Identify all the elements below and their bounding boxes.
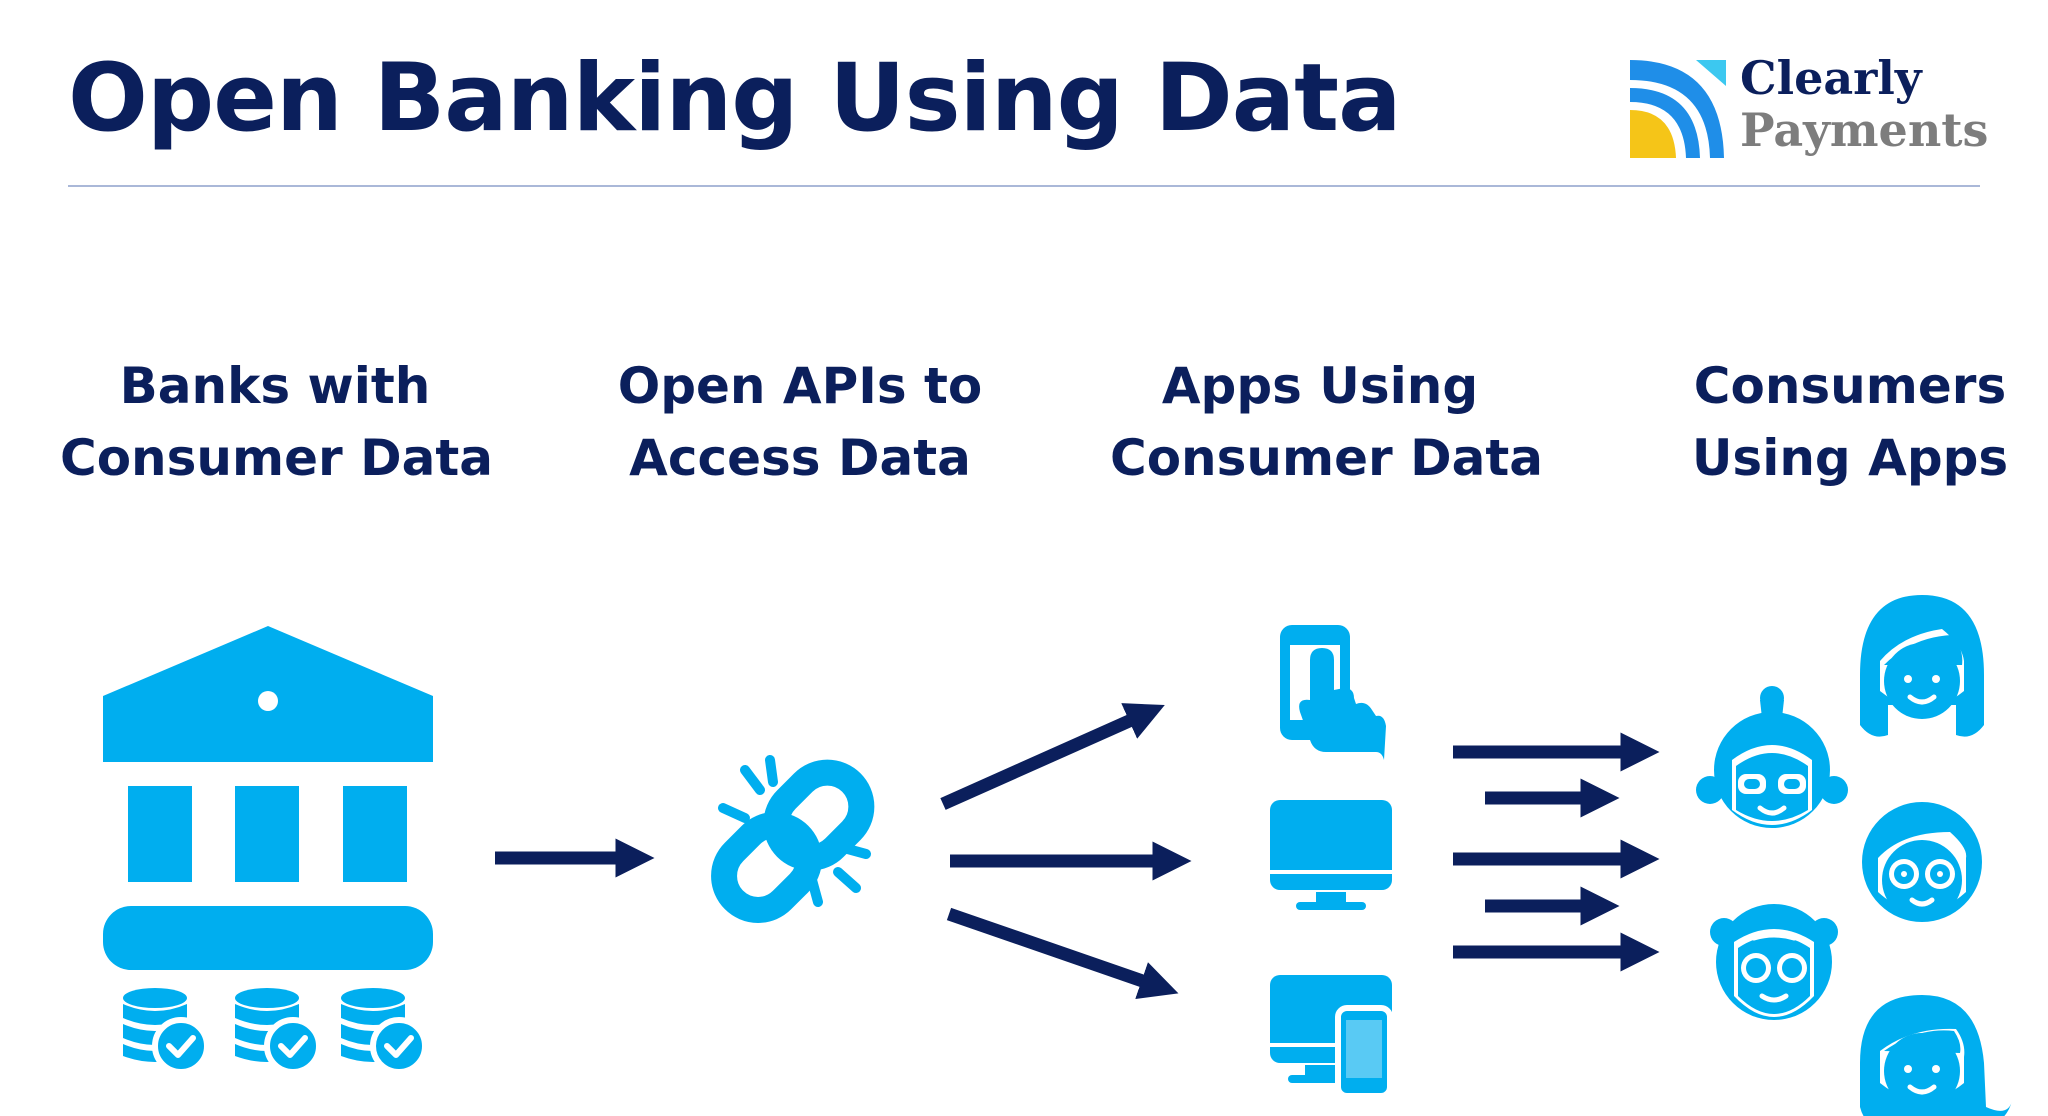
woman-icon	[1860, 595, 1984, 737]
person-glasses-icon	[1862, 802, 1982, 922]
column-label-line: Consumer Data	[60, 429, 493, 487]
page-title: Open Banking Using Data	[68, 44, 1402, 153]
broken-link-icon	[711, 755, 875, 923]
elderly-man-icon	[1710, 904, 1838, 1020]
column-label-line: Apps Using	[1161, 357, 1479, 415]
column-label-line: Access Data	[629, 429, 971, 487]
arrow-api-to-devices	[946, 907, 1179, 1000]
column-label-banks: Banks with Consumer Data	[60, 350, 493, 494]
database-check-icon	[341, 988, 428, 1075]
logo-line1: Clearly	[1740, 51, 1922, 105]
fan-out-arrows	[940, 703, 1192, 1000]
column-label-line: Using Apps	[1691, 429, 2009, 487]
bank-icon	[103, 626, 433, 970]
database-check-icon	[123, 988, 210, 1075]
column-label-line: Consumers	[1693, 357, 2007, 415]
arrows-to-consumers	[1453, 732, 1660, 972]
column-label-apps: Apps Using Consumer Data	[1110, 350, 1543, 494]
column-label-line: Open APIs to	[617, 357, 983, 415]
woman-ponytail-icon	[1860, 995, 2012, 1116]
column-label-line: Consumer Data	[1110, 429, 1543, 487]
column-label-line: Banks with	[119, 357, 431, 415]
logo-mark-icon	[1630, 60, 1726, 158]
clearly-payments-logo: Clearly Payments	[1628, 52, 1988, 162]
elderly-woman-icon	[1696, 686, 1848, 828]
column-label-apis: Open APIs to Access Data	[590, 350, 1010, 494]
column-label-consumers: Consumers Using Apps	[1680, 350, 2020, 494]
arrow-api-to-phone	[940, 703, 1165, 810]
desktop-and-phone-icon	[1270, 975, 1393, 1099]
title-divider	[68, 185, 1980, 187]
logo-wordmark: Clearly Payments	[1740, 52, 1988, 156]
logo-line2: Payments	[1740, 103, 1989, 157]
smartphone-touch-icon	[1280, 625, 1386, 760]
database-check-icon	[235, 988, 322, 1075]
desktop-monitor-icon	[1270, 800, 1392, 910]
